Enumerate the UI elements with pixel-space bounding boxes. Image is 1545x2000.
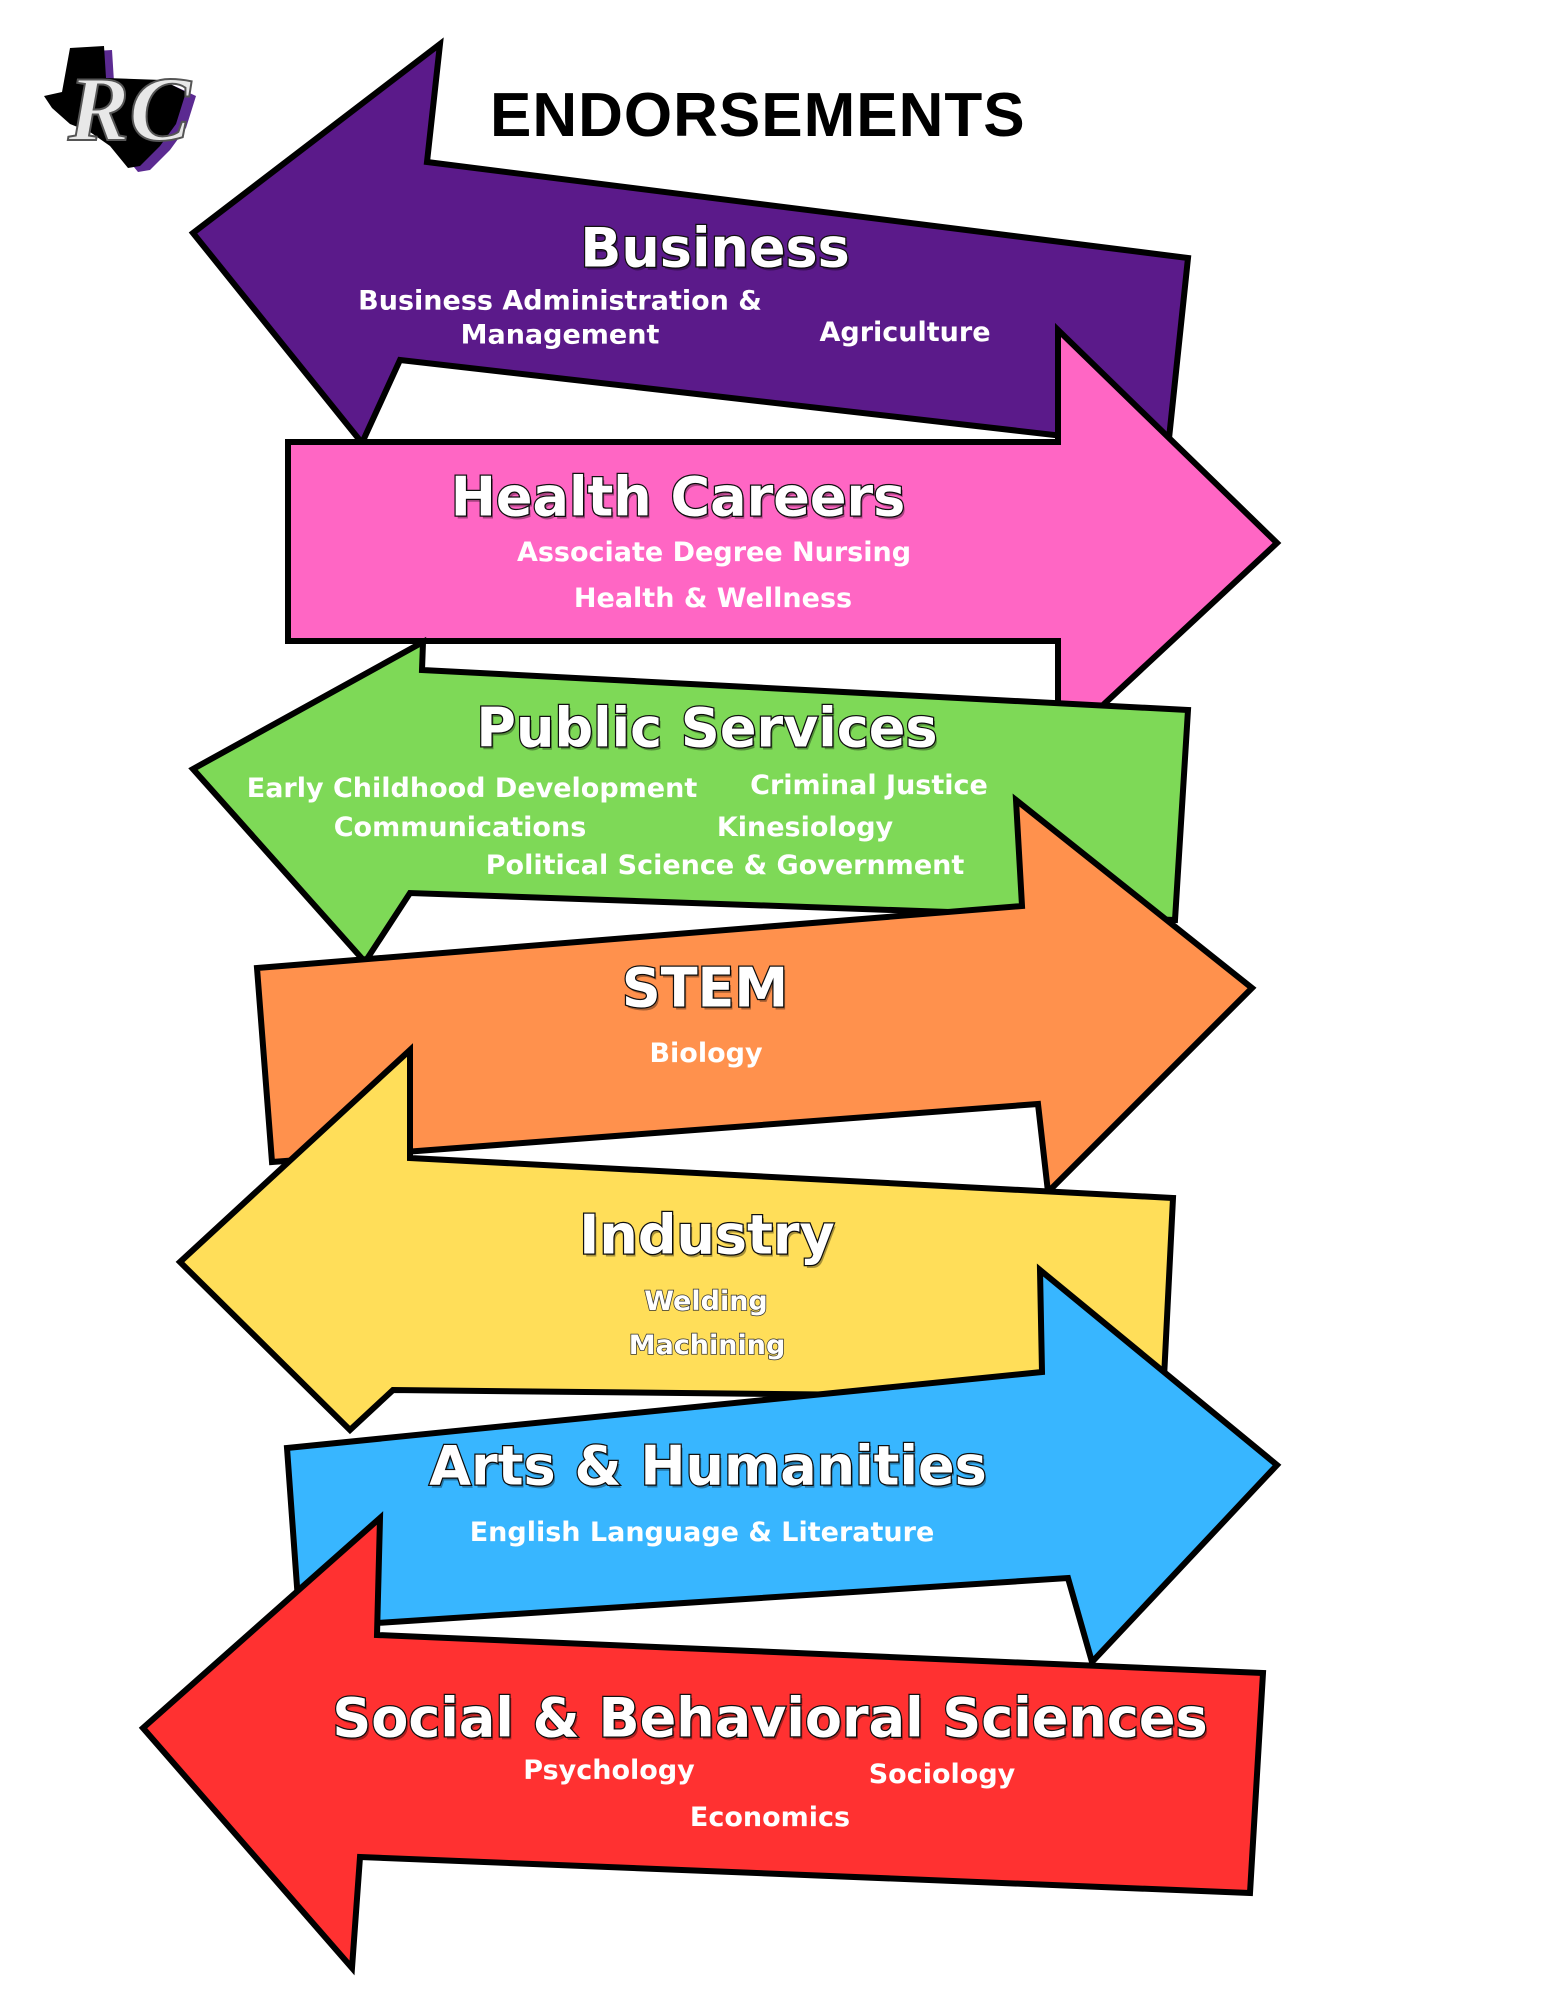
stem-item-biology: Biology [649,1038,763,1070]
business-item-agriculture: Agriculture [819,317,991,349]
business-item-admin: Business Administration &Management [358,285,762,350]
logo: RC [44,46,196,172]
social-heading: Social & Behavioral Sciences [331,1685,1209,1751]
health-item-nursing: Associate Degree Nursing [516,537,912,569]
business-arrow [188,37,1192,452]
social-item-sociology: Sociology [868,1759,1016,1791]
page-title: ENDORSEMENTS [490,81,1026,150]
social-item-economics: Economics [689,1802,851,1834]
social-item-psychology: Psychology [523,1755,695,1787]
health-careers-arrow [285,322,1282,754]
arts-item-english: English Language & Literature [469,1517,935,1549]
stem-heading: STEM [621,955,790,1021]
public-item-kinesiology: Kinesiology [716,812,894,844]
arts-humanities-arrow [283,1263,1282,1668]
public-services-heading: Public Services [475,695,939,761]
social-behavioral-sciences-arrow [138,1511,1267,1976]
logo-letters: RC [67,58,192,160]
industry-item-machining: Machining [628,1329,786,1362]
public-item-early-childhood: Early Childhood Development [246,773,698,805]
business-heading: Business [579,215,851,281]
health-item-wellness: Health & Wellness [573,583,853,615]
public-item-criminal-justice: Criminal Justice [750,770,988,802]
public-item-communications: Communications [333,812,587,844]
industry-heading: Industry [578,1202,836,1268]
public-item-political-science: Political Science & Government [485,850,965,882]
health-careers-heading: Health Careers [449,464,906,530]
arts-humanities-heading: Arts & Humanities [428,1433,988,1499]
industry-item-welding: Welding [643,1285,768,1318]
